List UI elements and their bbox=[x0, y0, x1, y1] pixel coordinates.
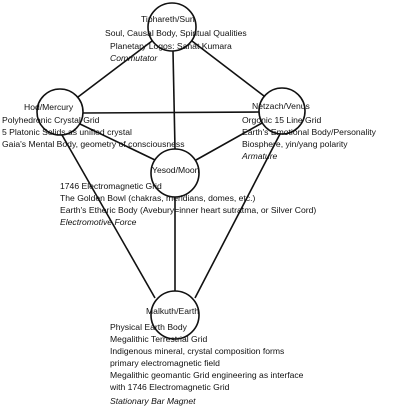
tiphareth-force: Commutator bbox=[110, 53, 158, 63]
malkuth-line-2: Megalithic Terrestrial Grid bbox=[110, 334, 208, 344]
malkuth-line-4: primary electromagnetic field bbox=[110, 358, 220, 368]
yesod-line-2: The Golden Bowl (chakras, meridians, dom… bbox=[60, 193, 256, 203]
malkuth-line-1: Physical Earth Body bbox=[110, 322, 187, 332]
malkuth-line-3: Indigenous mineral, crystal composition … bbox=[110, 346, 285, 356]
netzach-line-1: Orgonic 15 Line Grid bbox=[242, 115, 322, 125]
hod-line-2: 5 Platonic Solids as unified crystal bbox=[2, 127, 132, 137]
tiphareth-line-1: Soul, Causal Body, Spiritual Qualities bbox=[105, 28, 247, 38]
path-tiphareth-hod bbox=[77, 40, 153, 98]
malkuth-force: Stationary Bar Magnet bbox=[110, 396, 196, 406]
netzach-circle bbox=[258, 87, 306, 135]
path-tiphareth-yesod bbox=[172, 50, 176, 150]
path-hod-yesod bbox=[79, 123, 156, 161]
malkuth-line-6: with 1746 Electromagnetic Grid bbox=[110, 382, 230, 392]
path-hod-netzach bbox=[82, 111, 260, 114]
malkuth-line-5: Megalithic geomantic Grid engineering as… bbox=[110, 370, 304, 380]
path-netzach-yesod bbox=[195, 122, 263, 161]
path-hod-malkuth bbox=[61, 134, 156, 299]
hod-title: Hod/Mercury bbox=[24, 102, 74, 112]
netzach-line-3: Biosphere, yin/yang polarity bbox=[242, 139, 348, 149]
hod-line-3: Gaia's Mental Body, geometry of consciou… bbox=[2, 139, 185, 149]
netzach-force: Armature bbox=[242, 151, 278, 161]
netzach-title: Netzach/Venus bbox=[252, 101, 310, 111]
yesod-title: Yesod/Moon bbox=[152, 165, 200, 175]
tiphareth-circle bbox=[147, 2, 197, 52]
tiphareth-title: Tiphareth/Sun bbox=[141, 14, 195, 24]
yesod-force: Electromotive Force bbox=[60, 217, 137, 227]
hod-circle bbox=[36, 88, 84, 136]
path-netzach-malkuth bbox=[194, 133, 281, 299]
yesod-line-3: Earth's Etheric Body (Avebury=inner hear… bbox=[60, 205, 317, 215]
malkuth-title: Malkuth/Earth bbox=[146, 306, 200, 316]
path-tiphareth-netzach bbox=[191, 40, 265, 97]
hod-line-1: Polyhedronic Crystal Grid bbox=[2, 115, 100, 125]
yesod-line-1: 1746 Electromagnetic Grid bbox=[60, 181, 162, 191]
netzach-line-2: Earth's Emotional Body/Personality bbox=[242, 127, 376, 137]
tiphareth-line-2: Planetary Logos: Sanat Kumara bbox=[110, 41, 232, 51]
